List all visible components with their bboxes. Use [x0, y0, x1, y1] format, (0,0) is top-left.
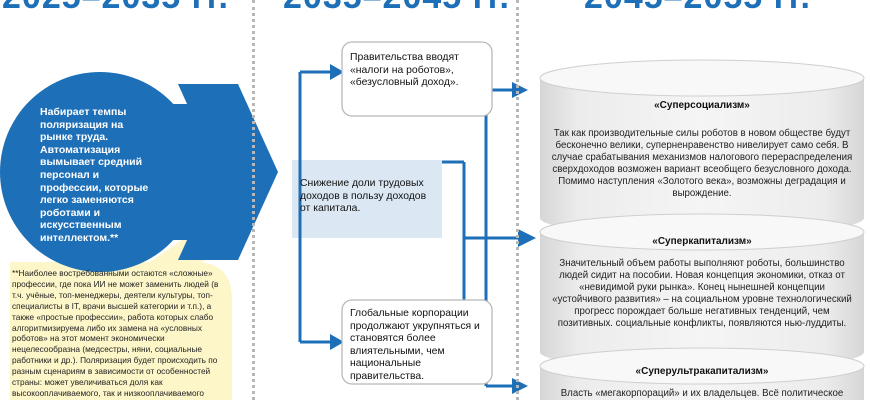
scenario-1-text: Так как производительные силы роботов в …	[551, 128, 853, 199]
scenario-2-title: «Суперкапитализм»	[652, 236, 752, 247]
cylinder-2	[539, 213, 865, 370]
scenario-3-title: «Суперультракапитализм»	[635, 366, 769, 377]
scenario-2-text: Значительный объем работы выполняют робо…	[552, 258, 852, 329]
column-divider-1	[252, 0, 255, 400]
box-top-frame	[341, 41, 493, 117]
cylinder-3	[539, 347, 865, 400]
footnote-bubble	[10, 262, 232, 400]
circle-text: Набирает темпы поляризация на рынке труд…	[40, 106, 149, 244]
box-top-text: Правительства вводят «налоги на роботов»…	[350, 52, 459, 89]
middle-panel	[292, 160, 442, 238]
box-bottom-text: Глобальные корпорации продолжают укрупня…	[350, 308, 480, 382]
blue-circle	[0, 72, 200, 272]
year-header-1: 2025–2035 гг.	[2, 0, 229, 16]
column-divider-2	[516, 0, 519, 400]
scenario-3-text: Власть «мегакорпораций» и их владельцев.…	[560, 388, 844, 399]
box-bottom-frame	[341, 299, 493, 385]
cylinder-1	[539, 59, 865, 236]
year-header-3: 2045–2055 гг.	[584, 0, 811, 16]
footnote-text: **Наиболее востребованными остаются «сло…	[12, 268, 219, 398]
year-header-2: 2035–2045 гг.	[283, 0, 510, 16]
scenario-1-title: «Суперсоциализм»	[654, 100, 750, 111]
box-middle-text: Снижение доли трудовых доходов в пользу …	[300, 178, 427, 215]
